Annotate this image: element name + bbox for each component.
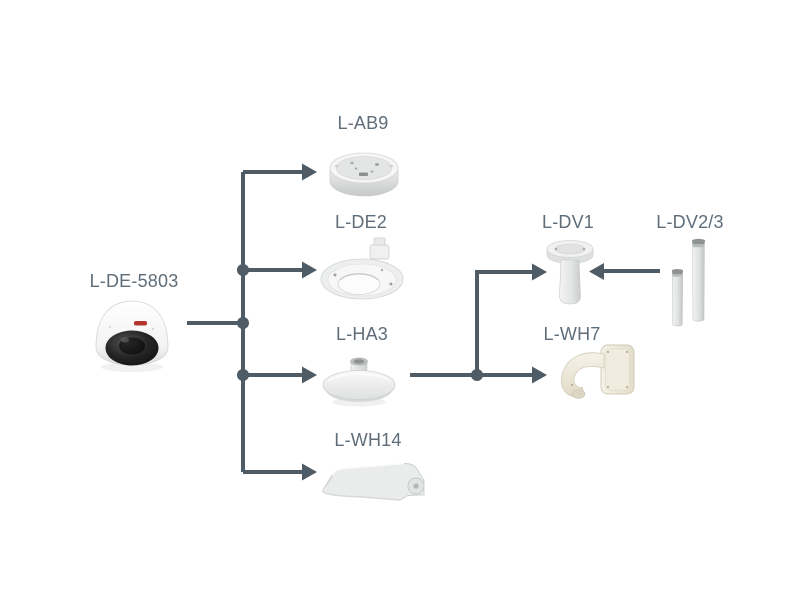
arrowhead-de2 [302, 261, 317, 279]
dv23-image [666, 234, 712, 328]
wh7-label: L-WH7 [543, 324, 601, 344]
ab9-label: L-AB9 [337, 113, 389, 133]
camera-image [90, 293, 174, 375]
recessed-mount-illustration [320, 237, 404, 300]
de2-image [318, 236, 406, 302]
de2-label: L-DE2 [334, 212, 388, 232]
pendant-cap-illustration [546, 240, 594, 305]
ab9-image [325, 144, 403, 200]
camera-logo [134, 321, 147, 326]
junction-dot [237, 264, 249, 276]
junction-box-illustration [329, 152, 399, 197]
camera-label: L-DE-5803 [89, 271, 179, 291]
wall-mount-side-illustration [322, 462, 425, 501]
wh7-image [548, 341, 640, 403]
wh14-label: L-WH14 [334, 430, 402, 450]
hanging-adapter-illustration [322, 357, 396, 407]
arrowhead-ha3 [302, 366, 317, 384]
junction-dot [471, 369, 483, 381]
arrowhead-wh14 [302, 463, 317, 481]
ha3-image [320, 349, 400, 411]
dv1-label: L-DV1 [541, 212, 595, 232]
arrowhead-dv1-right [589, 263, 604, 280]
arrowhead-ab9 [302, 163, 317, 181]
extension-poles-illustration [672, 238, 705, 327]
arrowhead-dv1-left [532, 263, 547, 281]
wh14-image [318, 456, 436, 504]
dv23-label: L-DV2/3 [656, 212, 724, 232]
junction-dot [237, 369, 249, 381]
wall-bracket-illustration [560, 344, 635, 399]
junction-dot [237, 317, 249, 329]
dv1-image [543, 237, 597, 307]
ha3-label: L-HA3 [335, 324, 389, 344]
edge-ha3-to-dv1 [475, 270, 532, 375]
dome-camera-illustration [95, 300, 169, 372]
arrowhead-wh7 [532, 366, 547, 384]
